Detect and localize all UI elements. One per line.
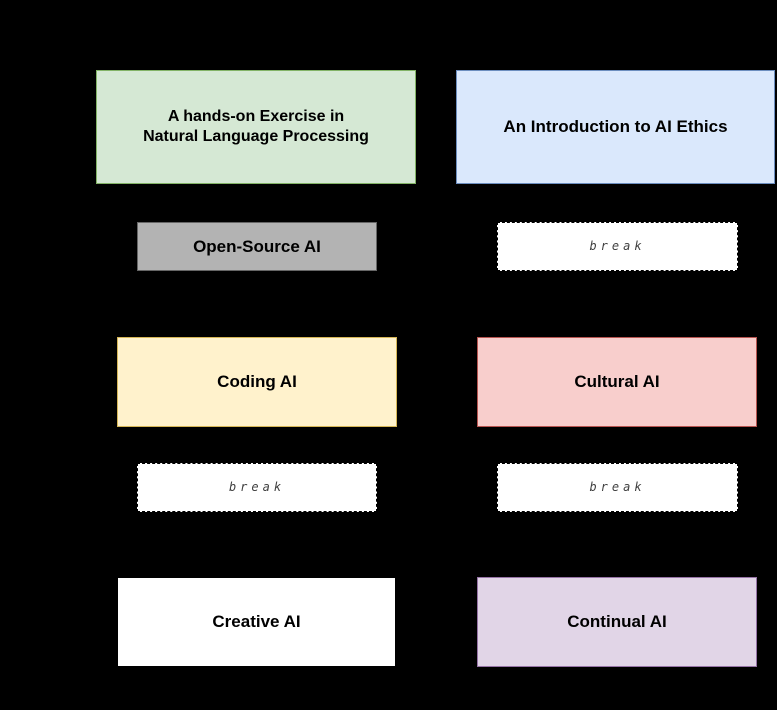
break-box-right-2: break	[497, 463, 738, 512]
session-label: Coding AI	[217, 372, 297, 392]
session-label-line2: Natural Language Processing	[143, 128, 369, 145]
session-box-cultural-ai: Cultural AI	[477, 337, 757, 427]
session-box-continual-ai: Continual AI	[477, 577, 757, 667]
break-label: break	[589, 480, 646, 494]
session-box-ai-ethics: An Introduction to AI Ethics	[456, 70, 775, 184]
session-label: Creative AI	[212, 612, 301, 632]
break-box-right-1: break	[497, 222, 738, 271]
session-box-creative-ai: Creative AI	[117, 577, 396, 667]
session-label: Continual AI	[567, 612, 667, 632]
session-label: Open-Source AI	[193, 236, 321, 256]
break-label: break	[589, 239, 646, 253]
session-box-coding-ai: Coding AI	[117, 337, 397, 427]
break-label: break	[228, 480, 286, 494]
session-label: A hands-on Exercise in Natural Language …	[135, 107, 377, 147]
session-label-line1: A hands-on Exercise in	[167, 108, 345, 125]
break-box-left: break	[137, 463, 377, 512]
session-box-nlp-exercise: A hands-on Exercise in Natural Language …	[96, 70, 416, 184]
session-box-open-source-ai: Open-Source AI	[137, 222, 377, 271]
session-label: An Introduction to AI Ethics	[503, 117, 728, 137]
session-label: Cultural AI	[574, 372, 660, 392]
